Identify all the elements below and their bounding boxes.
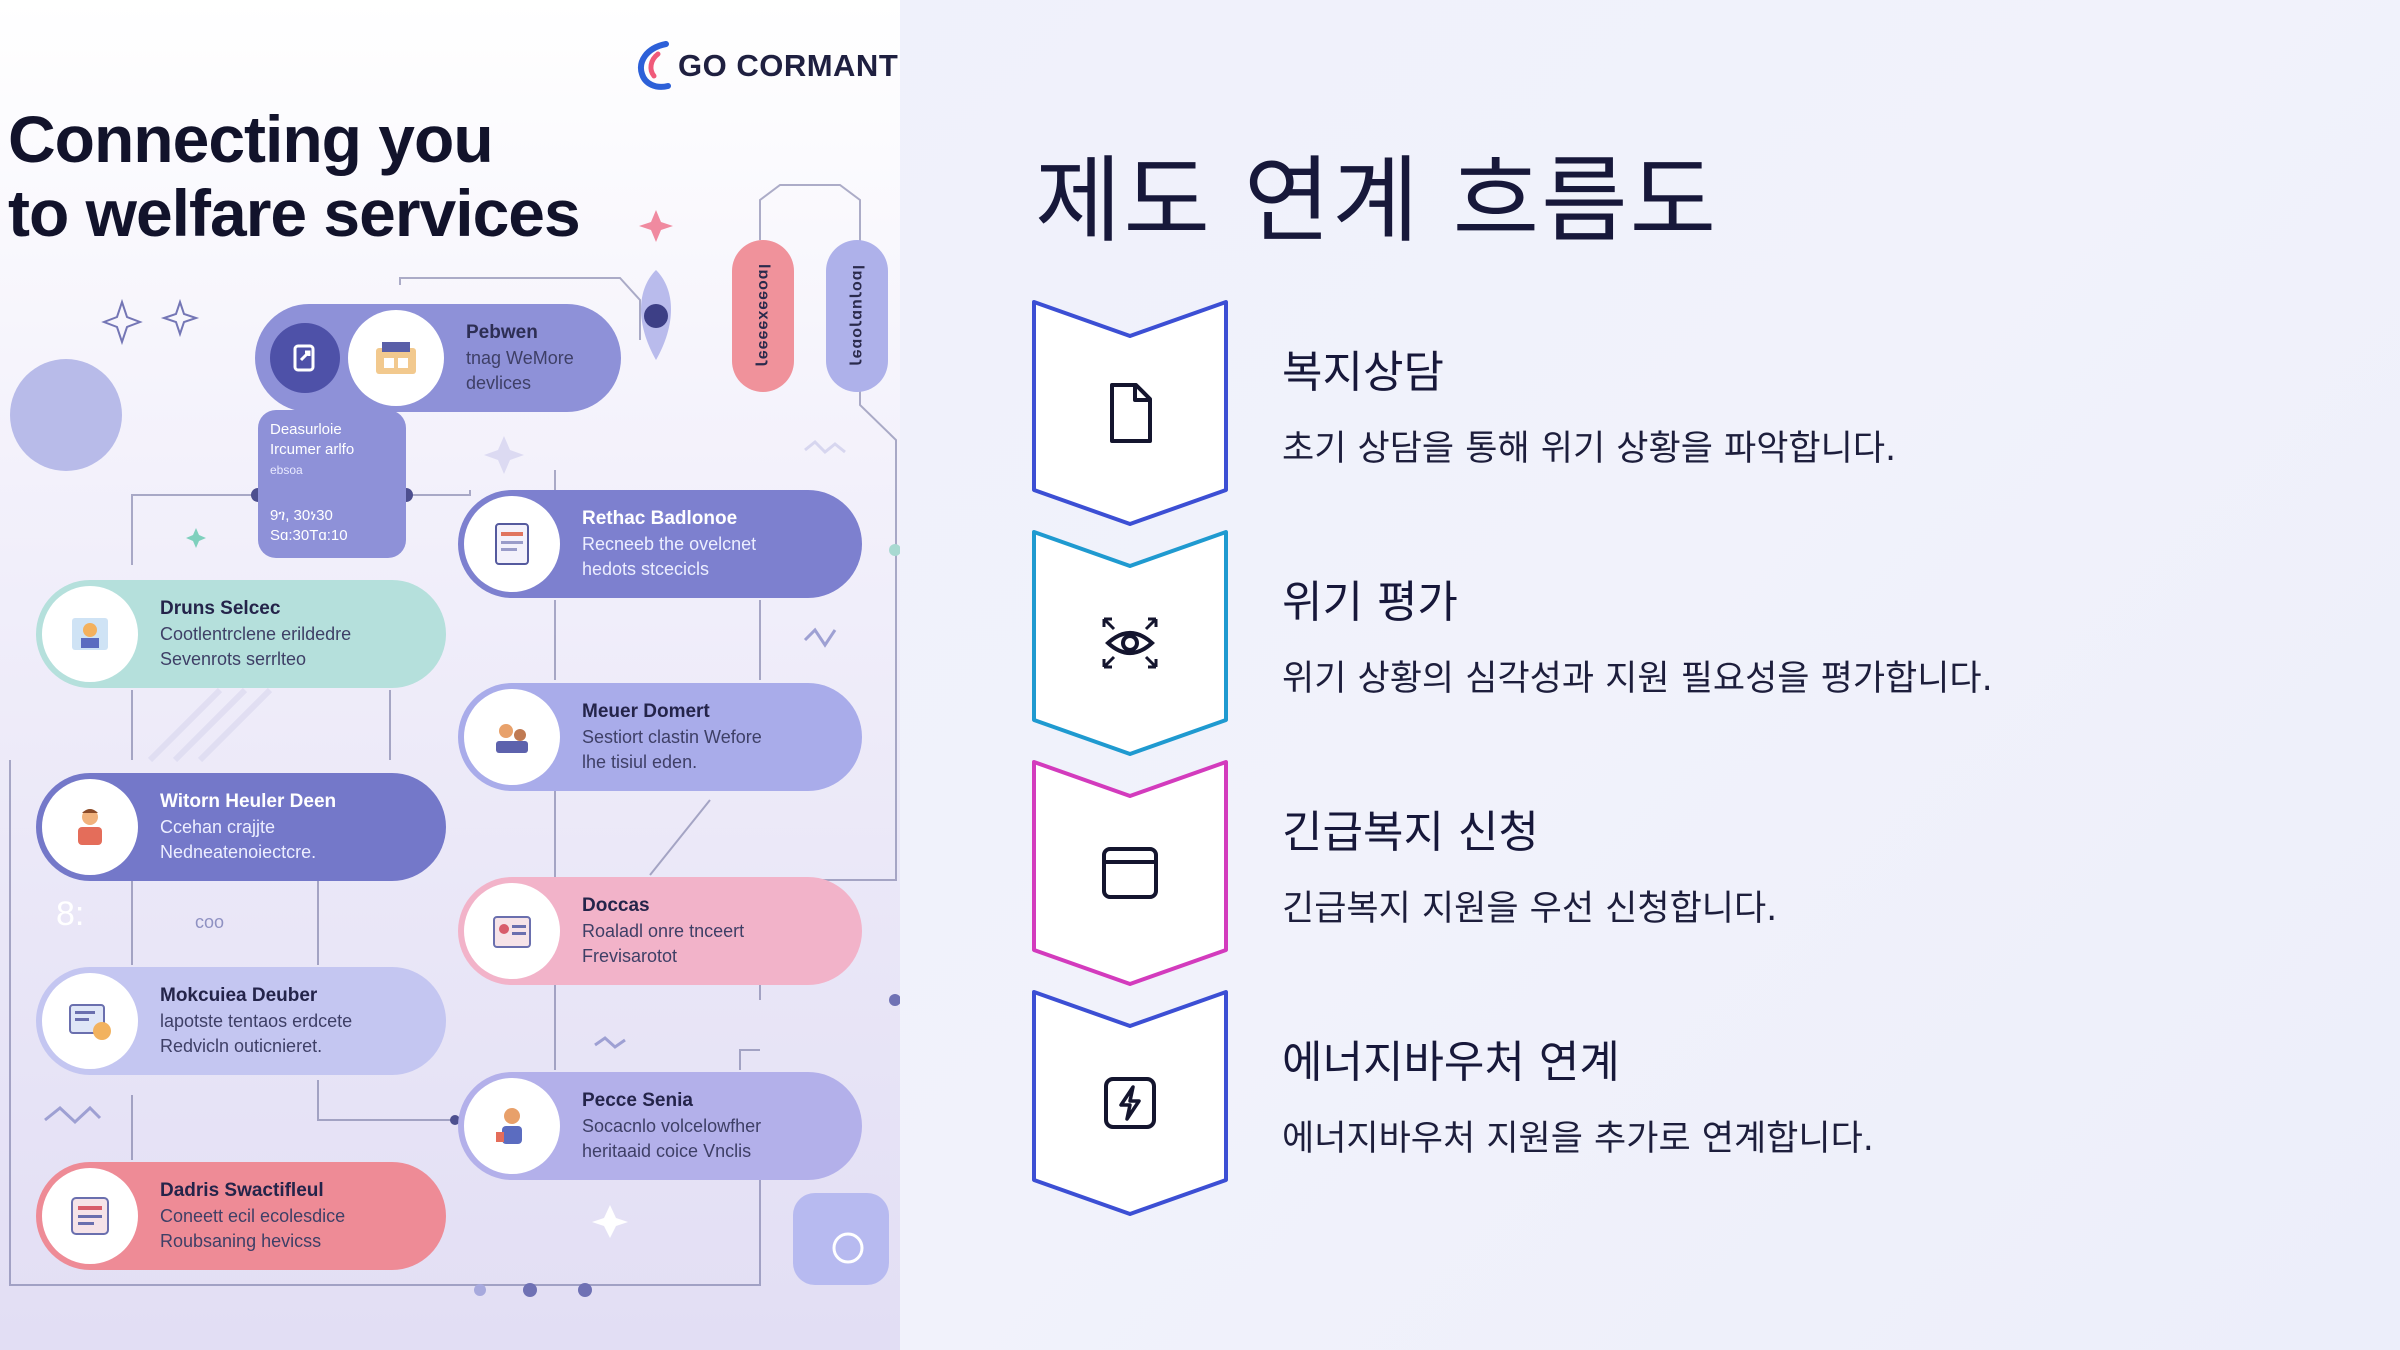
form-illustration-icon xyxy=(464,883,560,979)
brand-mark-icon xyxy=(638,41,671,90)
deco-number: 8: xyxy=(56,895,85,933)
pill-title: Dadris Swactifleul xyxy=(160,1180,324,1201)
pill-title: Doccas xyxy=(582,895,650,916)
pill-line: hedots stcecicls xyxy=(582,559,710,579)
pill-line: Ccehan crajjte xyxy=(160,817,276,837)
records-illustration-icon xyxy=(42,973,138,1069)
flow-step: 위기 평가 위기 상황의 심각성과 지원 필요성을 평가합니다. xyxy=(1030,528,2330,758)
support-illustration-icon xyxy=(42,1168,138,1264)
service-pill: Meuer Domert Sestiort clastin Wefore lhe… xyxy=(458,683,862,791)
pill-line: devlices xyxy=(466,373,532,393)
worker-illustration-icon xyxy=(42,779,138,875)
step-title: 위기 평가 xyxy=(1282,577,1458,628)
pill-line: Cootlentrclene erildedre xyxy=(160,624,352,644)
flow-step: 긴급복지 신청 긴급복지 지원을 우선 신청합니다. xyxy=(1030,758,2330,988)
service-pill: Dadris Swactifleul Coneett ecil ecolesdi… xyxy=(36,1162,446,1270)
pill-line: Frevisarotot xyxy=(582,946,678,966)
mini-card-line5: Sɑ:30Tɑ:10 xyxy=(270,527,348,544)
step-title: 복지상담 xyxy=(1282,347,1444,398)
hero-title: Connecting you to welfare services xyxy=(8,102,581,250)
vertical-tag-lavender-label: lɒoɿuɒɿoɒɘɿ xyxy=(849,265,866,367)
pill-title: Witorn Heuler Deen xyxy=(160,791,337,812)
browser-window-icon xyxy=(1098,841,1162,905)
pill-line: Roaladl onre tnceert xyxy=(582,921,745,941)
flow-title: 제도 연계 흐름도 xyxy=(1035,147,1719,256)
pill-line: lapotste tentaos erdcete xyxy=(160,1011,353,1031)
person-illustration-icon xyxy=(42,586,138,682)
service-pill: Witorn Heuler Deen Ccehan crajjte Nednea… xyxy=(36,773,446,881)
pill-title: Rethac Badlonoe xyxy=(582,508,738,529)
pill-line: Nedneatenoiectcre. xyxy=(160,842,317,862)
pill-line: Socacnlo volcelowfher xyxy=(582,1116,762,1136)
pill-line: lhe tisiul eden. xyxy=(582,752,698,772)
service-pill: Mokcuiea Deuber lapotste tentaos erdcete… xyxy=(36,967,446,1075)
step-chevron xyxy=(1032,990,1228,1216)
pill-title: Meuer Domert xyxy=(582,701,710,722)
step-description: 위기 상황의 심각성과 지원 필요성을 평가합니다. xyxy=(1282,659,1993,699)
vertical-tag-pink: lɒoɘɘxɘɘɘɘɿ xyxy=(732,240,794,392)
step-chevron xyxy=(1032,300,1228,526)
pill-title: Pecce Senia xyxy=(582,1090,693,1111)
step-description: 초기 상담을 통해 위기 상황을 파악합니다. xyxy=(1282,429,1897,469)
step-title: 긴급복지 신청 xyxy=(1282,807,1539,858)
consult-illustration-icon xyxy=(464,689,560,785)
vertical-tag-pink-label: lɒoɘɘxɘɘɘɘɿ xyxy=(755,264,772,368)
pill-line: Redvicln outicnieret. xyxy=(160,1036,323,1056)
step-chevron xyxy=(1032,530,1228,756)
service-pill: Doccas Roaladl onre tnceert Frevisarotot xyxy=(458,877,862,985)
step-description: 긴급복지 지원을 우선 신청합니다. xyxy=(1282,889,1778,929)
flow-step: 에너지바우처 연계 에너지바우처 지원을 추가로 연계합니다. xyxy=(1030,988,2330,1218)
infographic-connectors xyxy=(9,184,900,1297)
pill-line: Roubsaning hevicss xyxy=(160,1231,322,1251)
pill-line: Sestiort clastin Wefore xyxy=(582,727,762,747)
pill-line: Recneeb the ovelcnet xyxy=(582,534,757,554)
mini-card-line1: Deasurloie xyxy=(270,421,342,438)
service-pill: Rethac Badlonoe Recneeb the ovelcnet hed… xyxy=(458,490,862,598)
mini-card-line3: ebsoa xyxy=(270,463,303,477)
service-pill: Druns Selcec Cootlentrclene erildedre Se… xyxy=(36,580,446,688)
brand-logo: GO CORMANT xyxy=(636,40,898,92)
service-illustration-icon xyxy=(348,310,444,406)
lightning-icon xyxy=(1098,1071,1162,1135)
step-description: 에너지바우처 지원을 추가로 연계합니다. xyxy=(1282,1119,1874,1159)
pill-line: Sevenrots serrlteo xyxy=(160,649,307,669)
share-icon xyxy=(270,323,340,393)
vertical-tag-lavender: lɒoɿuɒɿoɒɘɿ xyxy=(826,240,888,392)
mini-card-line4: 9ገ, 30ነ30 xyxy=(270,507,333,524)
eye-focus-icon xyxy=(1098,611,1162,675)
mini-card-line2: Ircumer arlfo xyxy=(270,441,355,458)
document-icon xyxy=(1098,381,1162,445)
step-title: 에너지바우처 연계 xyxy=(1282,1037,1620,1088)
flow-step: 복지상담 초기 상담을 통해 위기 상황을 파악합니다. xyxy=(1030,298,2330,528)
step-chevron xyxy=(1032,760,1228,986)
service-pill: Pebwen tnag WeMore devlices xyxy=(255,304,621,412)
welfare-infographic: GO CORMANT Connecting you to welfare ser… xyxy=(0,0,900,1350)
mini-info-card: Deasurloie Ircumer arlfo ebsoa 9ገ, 30ነ30… xyxy=(258,410,406,558)
helper-illustration-icon xyxy=(464,1078,560,1174)
deco-label: coo xyxy=(195,912,225,932)
pill-title: Mokcuiea Deuber xyxy=(160,985,318,1006)
pill-line: heritaaid coice Vnclis xyxy=(582,1141,752,1161)
document-illustration-icon xyxy=(464,496,560,592)
brand-name: GO CORMANT xyxy=(678,48,899,83)
pill-title: Druns Selcec xyxy=(160,598,281,619)
service-pill: Pecce Senia Socacnlo volcelowfher herita… xyxy=(458,1072,862,1180)
pill-line: tnag WeMore xyxy=(466,348,574,368)
pill-line: Coneett ecil ecolesdice xyxy=(160,1206,346,1226)
pill-title: Pebwen xyxy=(466,322,538,343)
